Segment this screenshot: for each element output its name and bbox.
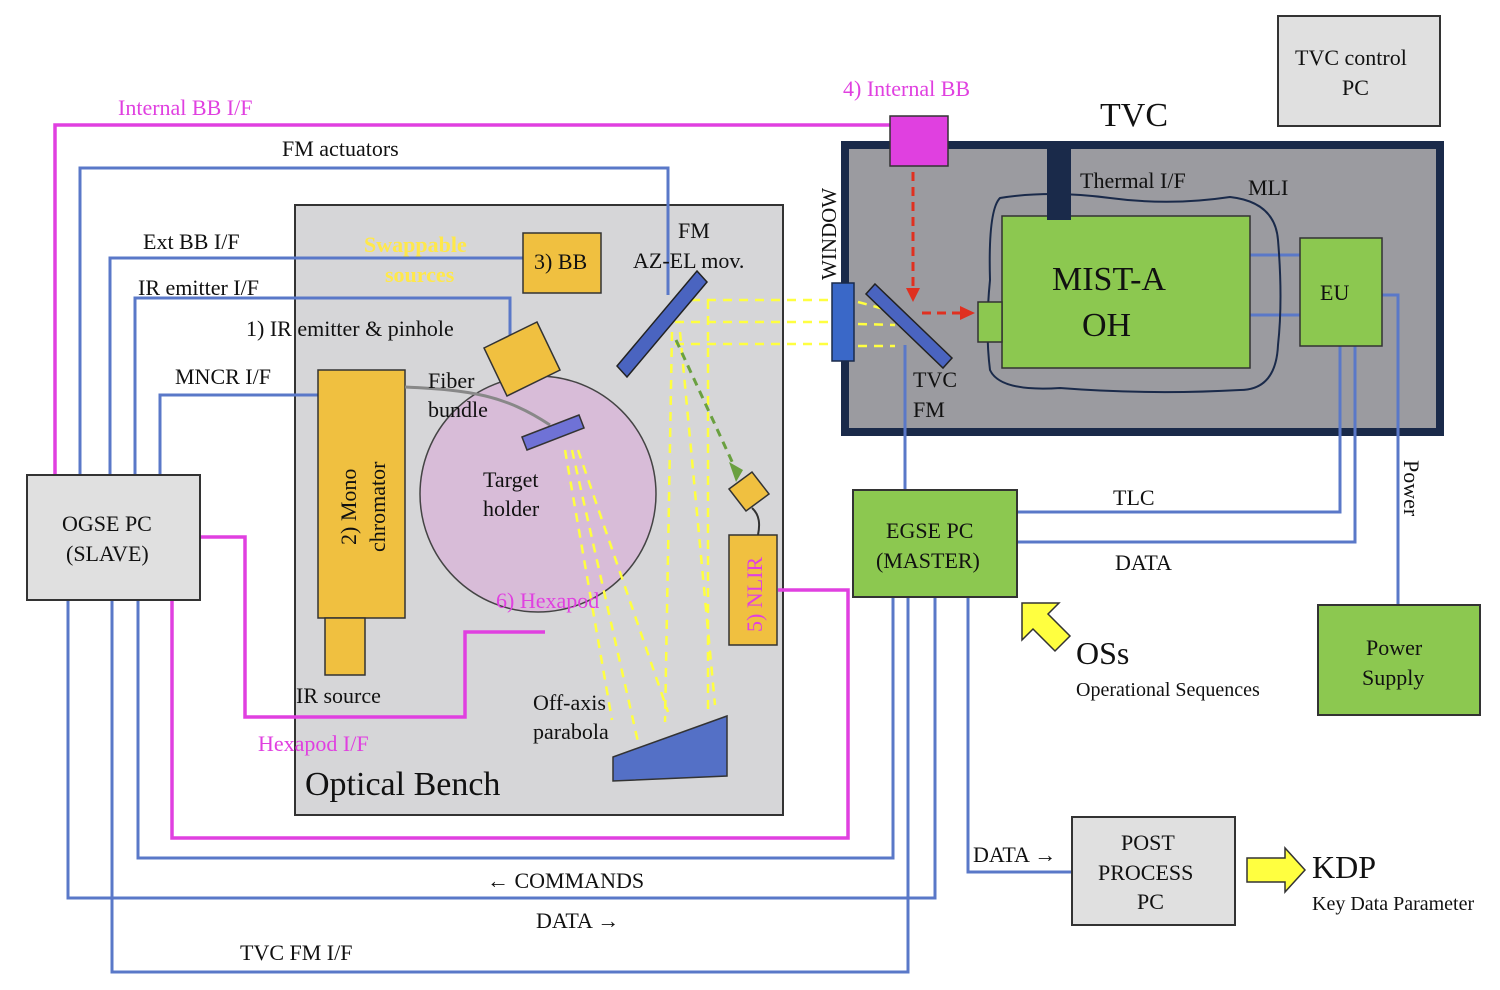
oss-label: OSs — [1076, 635, 1129, 671]
kdp-arrow — [1246, 846, 1307, 894]
ogse-pc — [26, 474, 201, 601]
swappable-sources-label-1: Swappable — [364, 232, 467, 257]
target-holder-label-1: Target — [483, 467, 538, 492]
green-beam — [674, 339, 737, 469]
target-holder — [521, 414, 585, 451]
fiber-bundle — [404, 385, 551, 427]
tvc-control-pc-label-2: PC — [1342, 75, 1369, 100]
egse-pc-label-2: (MASTER) — [876, 548, 980, 573]
fiber-bundle-label-1: Fiber — [428, 368, 475, 393]
tvc-fm-if-label: TVC FM I/F — [240, 940, 352, 965]
ir-emitter-pinhole — [483, 320, 561, 398]
thermal-if-label: Thermal I/F — [1080, 168, 1186, 193]
fm-az-el-mirror — [616, 269, 708, 379]
fm-label-2: AZ-EL mov. — [633, 248, 744, 273]
internal-bb-if-label: Internal BB I/F — [118, 95, 252, 120]
oss-arrow — [1021, 602, 1072, 653]
nlir-label: 5) NLIR — [742, 557, 767, 632]
off-axis-parabola — [612, 714, 728, 782]
mli-label: MLI — [1248, 175, 1288, 200]
data-bottom-label: DATA → — [536, 908, 619, 933]
tvc-control-pc — [1277, 15, 1441, 127]
optical-bench-label: Optical Bench — [305, 766, 500, 803]
fm-label-1: FM — [678, 218, 710, 243]
hexapod-if-label: Hexapod I/F — [258, 731, 369, 756]
kdp-sub-label: Key Data Parameter — [1312, 893, 1474, 915]
ogse-pc-label-2: (SLAVE) — [66, 541, 149, 566]
mist-a-label-2: OH — [1082, 307, 1131, 344]
thermal-if-strap — [1047, 146, 1071, 220]
nlir-box — [728, 534, 778, 646]
mono-label-1: 2) Mono — [336, 469, 361, 545]
ir-source — [324, 617, 366, 676]
egse-pc — [852, 489, 1018, 598]
swappable-sources-label-2: sources — [385, 262, 455, 287]
red-beam-arrow-right — [960, 306, 975, 320]
internal-bb-label: 4) Internal BB — [843, 76, 970, 101]
mist-a-oh-aperture — [977, 301, 1003, 343]
bb3-label: 3) BB — [534, 249, 587, 274]
window — [831, 282, 855, 362]
nlir-detector-head — [727, 470, 771, 513]
power-label: Power — [1399, 460, 1424, 517]
egse-pc-label-1: EGSE PC — [886, 518, 973, 543]
ext-bb-if-label: Ext BB I/F — [143, 229, 240, 254]
target-holder-label-2: holder — [483, 496, 540, 521]
red-beam-arrow-down — [906, 288, 920, 302]
internal-bb-box — [889, 115, 949, 167]
tvc-label: TVC — [1100, 97, 1168, 134]
commands-label: ← COMMANDS — [487, 868, 644, 893]
mist-a-oh — [1001, 215, 1251, 369]
data-post-label: DATA → — [973, 842, 1056, 867]
post-process-label-2: PROCESS — [1098, 860, 1193, 885]
window-label: WINDOW — [817, 188, 841, 280]
magenta-wires — [53, 123, 892, 840]
tvc-control-pc-label-1: TVC control — [1295, 45, 1407, 70]
tvc-fm-label-1: TVC — [913, 367, 957, 392]
eu-box — [1299, 237, 1383, 347]
monochromator — [317, 369, 406, 619]
optical-beams — [563, 298, 896, 743]
ir-emitter-pinhole-label: 1) IR emitter & pinhole — [246, 316, 454, 341]
hexapod-label: 6) Hexapod — [496, 588, 599, 613]
tvc-fm-mirror — [864, 282, 954, 370]
power-supply — [1317, 604, 1481, 716]
post-process-pc — [1071, 816, 1236, 926]
blackbody-source — [522, 232, 602, 294]
green-beam-arrow — [729, 462, 743, 482]
power-supply-label-2: Supply — [1362, 665, 1424, 690]
blue-wires — [66, 166, 1400, 974]
tvc-fm-label-2: FM — [913, 397, 945, 422]
kdp-label: KDP — [1312, 849, 1376, 885]
mncr-if-label: MNCR I/F — [175, 364, 271, 389]
ir-emitter-if-label: IR emitter I/F — [138, 275, 259, 300]
nlir-cable — [751, 507, 761, 536]
oss-sub-label: Operational Sequences — [1076, 679, 1260, 701]
mono-label-2: chromator — [365, 461, 390, 552]
mist-a-label-1: MIST-A — [1052, 261, 1166, 298]
off-axis-label-1: Off-axis — [533, 690, 606, 715]
data-egse-label: DATA — [1115, 550, 1172, 575]
eu-label: EU — [1320, 280, 1349, 305]
ir-source-label: IR source — [296, 683, 381, 708]
off-axis-label-2: parabola — [533, 719, 609, 744]
post-process-label-3: PC — [1137, 889, 1164, 914]
tlc-label: TLC — [1113, 485, 1155, 510]
ogse-pc-label-1: OGSE PC — [62, 511, 152, 536]
power-supply-label-1: Power — [1366, 635, 1423, 660]
post-process-label-1: POST — [1121, 830, 1175, 855]
fiber-bundle-label-2: bundle — [428, 397, 488, 422]
fm-actuators-label: FM actuators — [282, 136, 399, 161]
